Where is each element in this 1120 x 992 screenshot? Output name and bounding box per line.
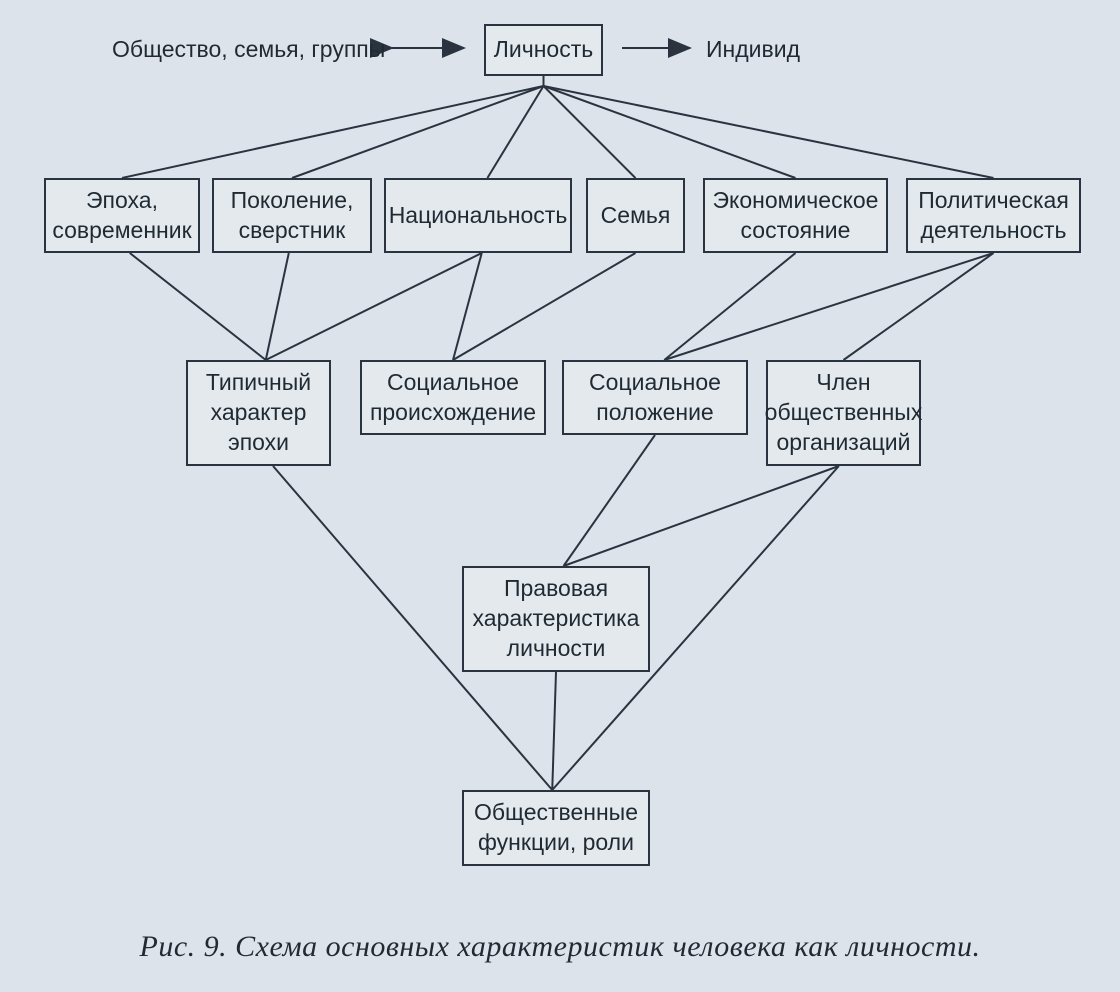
edge-lichnost-natsionalnost [486,85,545,179]
edge-polit-sots_polozh [663,252,994,361]
node-obshchestvennye-funktsii: Общественные функции, роли [462,790,650,866]
edge-tipichny-funktsii [272,465,553,791]
edge-ekonom-sots_polozh [663,252,797,361]
edge-epokha-tipichny [129,252,267,361]
node-epokha: Эпоха, современник [44,178,200,253]
node-semya: Семья [586,178,685,253]
label-individ: Индивид [706,35,800,62]
node-sotsialnoe-proiskhozhdenie: Социальное происхождение [360,360,546,435]
edge-chlen-pravovaya [563,465,840,567]
node-chlen-organizatsiy: Член общественных организаций [765,360,922,466]
edge-lichnost-semya [542,85,637,179]
node-lichnost: Личность [484,24,603,76]
node-politicheskaya: Политическая деятельность [906,178,1081,253]
edge-sots_polozh-pravovaya [562,434,656,567]
node-natsionalnost: Национальность [384,178,572,253]
edge-pokolenie-tipichny [264,252,290,361]
node-pokolenie: Поколение, сверстник [212,178,372,253]
node-ekonomicheskoe: Экономическое состояние [703,178,888,253]
node-pravovaya-kharakteristika: Правовая характеристика личности [462,566,650,672]
edge-natsionalnost-sots_proiskh [452,252,483,361]
edge-lichnost-pokolenie [291,85,544,179]
edge-semya-sots_proiskh [452,252,637,361]
edge-chlen-funktsii [551,465,840,791]
edge-lichnost-ekonom [543,85,796,179]
node-tipichny-kharakter: Типичный характер эпохи [186,360,331,466]
label-obshchestvo: Общество, семья, группы [112,35,386,62]
edge-lichnost-epokha [121,85,544,179]
figure-caption: Рис. 9. Схема основных характеристик чел… [139,930,981,963]
edge-pravovaya-funktsii [551,671,557,791]
edge-lichnost-polit [543,85,994,179]
edge-natsionalnost-tipichny [265,252,483,361]
node-sotsialnoe-polozhenie: Социальное положение [562,360,748,435]
edge-polit-chlen [842,252,995,361]
